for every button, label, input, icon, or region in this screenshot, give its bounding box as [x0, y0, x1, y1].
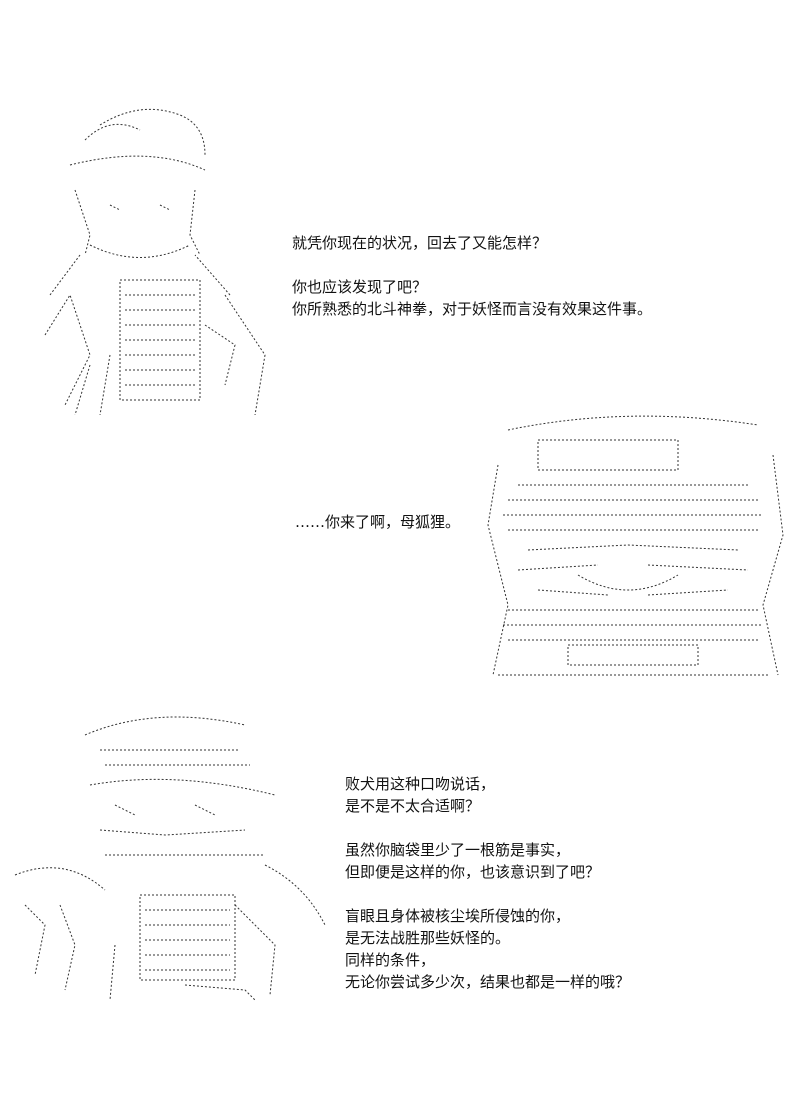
ascii-art-character-1: [30, 95, 280, 415]
dialogue-line: ……你来了啊，母狐狸。: [295, 513, 461, 531]
ascii-art-character-2: [478, 405, 788, 690]
ascii-art-character-3: [5, 705, 330, 1005]
dialogue-line: 就凭你现在的状况，回去了又能怎样？: [292, 234, 548, 252]
dialogue-line: 是无法战胜那些妖怪的。: [345, 929, 511, 947]
dialogue-line: 无论你尝试多少次，结果也都是一样的哦？: [345, 973, 631, 991]
dialogue-line: 同样的条件，: [345, 951, 436, 969]
dialogue-line: 你所熟悉的北斗神拳，对于妖怪而言没有效果这件事。: [292, 300, 653, 318]
dialogue-line: 你也应该发现了吧？: [292, 278, 428, 296]
dialogue-line: 败犬用这种口吻说话，: [345, 775, 496, 793]
dialogue-line: 但即便是这样的你，也该意识到了吧？: [345, 863, 601, 881]
dialogue-block-2: ……你来了啊，母狐狸。: [295, 511, 460, 533]
dialogue-block-3: 败犬用这种口吻说话， 是不是不太合适啊？ 虽然你脑袋里少了一根筋是事实， 但即便…: [345, 773, 630, 993]
dialogue-line: 是不是不太合适啊？: [345, 797, 481, 815]
dialogue-line: 盲眼且身体被核尘埃所侵蚀的你，: [345, 907, 571, 925]
dialogue-block-1: 就凭你现在的状况，回去了又能怎样？ 你也应该发现了吧？ 你所熟悉的北斗神拳，对于…: [292, 232, 652, 320]
dialogue-line: 虽然你脑袋里少了一根筋是事实，: [345, 841, 571, 859]
